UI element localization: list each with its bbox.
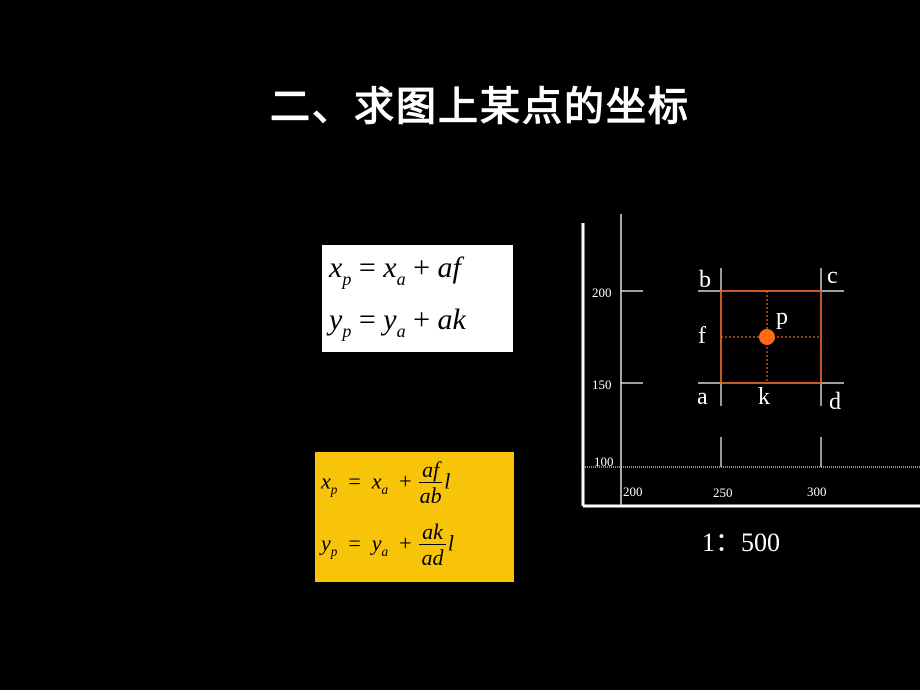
var-x: x [383,251,397,284]
sub-p: p [330,544,338,560]
plus-sign: + [399,468,412,494]
label-p: p [776,304,788,330]
label-d: d [829,389,841,415]
fraction-af-ab: af ab [419,457,443,509]
var-y: y [321,530,331,556]
denominator-ab: ab [419,483,442,509]
outer-frame [581,223,920,508]
formula-y-basic: yp = ya + ak [329,303,466,342]
label-c: c [827,263,838,289]
label-a: a [697,384,708,410]
inner-axes [583,214,920,505]
grid-lines [698,268,844,467]
denominator-ad: ad [421,545,444,571]
grid-square-abcd [720,290,822,384]
y-tick-150: 150 [592,377,612,392]
equals-sign: = [358,303,376,336]
plus-sign: + [413,303,430,336]
var-y: y [383,303,397,336]
sub-p: p [342,269,352,290]
label-k: k [758,384,770,410]
numerator-ak: ak [419,519,446,546]
equals-sign: = [358,251,376,284]
x-tick-200: 200 [623,484,643,499]
sub-a: a [381,544,389,560]
sub-p: p [330,482,338,498]
x-tick-250: 250 [713,485,733,500]
term-ak: ak [437,303,466,336]
point-p-marker [759,329,775,345]
label-f: f [698,323,706,349]
var-x: x [329,251,343,284]
sub-a: a [396,321,406,342]
factor-l: l [444,468,451,494]
numerator-af: af [419,457,443,484]
y-tick-100: 100 [594,454,614,469]
formula-scaled-box: xp = xa + af ab l yp = ya + ak ad l [315,452,514,582]
dotted-guides [721,291,821,383]
y-tick-marks [621,290,643,384]
plus-sign: + [413,251,430,284]
sub-a: a [396,269,406,290]
term-af: af [437,251,461,284]
x-tick-300: 300 [807,484,827,499]
slide-title: 二、求图上某点的坐标 [270,84,690,130]
map-scale: 1：500 [702,528,781,557]
var-y: y [371,530,382,556]
formula-y-scaled: yp = ya + ak ad l [321,519,454,571]
formula-x-basic: xp = xa + af [329,251,461,290]
fraction-ak-ad: ak ad [419,519,446,571]
factor-l: l [447,530,454,556]
var-x: x [371,468,382,494]
formula-basic-box: xp = xa + af yp = ya + ak [322,245,513,352]
label-b: b [699,267,711,293]
equals-sign: = [348,468,361,494]
sub-p: p [342,321,352,342]
formula-x-scaled: xp = xa + af ab l [321,457,451,509]
var-x: x [321,468,331,494]
equals-sign: = [348,530,361,556]
y-tick-200: 200 [592,285,612,300]
sub-a: a [381,482,389,498]
var-y: y [329,303,343,336]
plus-sign: + [399,530,412,556]
